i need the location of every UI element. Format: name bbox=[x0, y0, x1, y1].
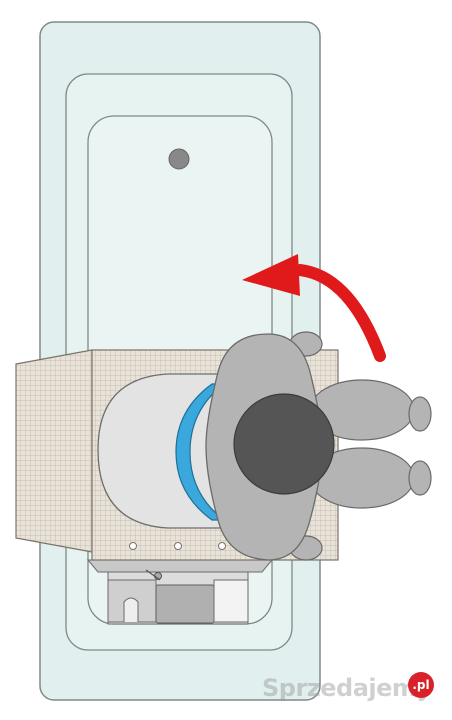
base-cable bbox=[145, 569, 161, 581]
base-slot bbox=[123, 597, 139, 622]
seat-hole bbox=[174, 542, 182, 550]
watermark-badge: .pl bbox=[408, 672, 434, 698]
person-foot-lower bbox=[408, 460, 432, 496]
lift-base bbox=[86, 559, 274, 625]
base-tray bbox=[86, 559, 274, 573]
person-head bbox=[233, 393, 335, 495]
person bbox=[205, 331, 432, 561]
seat-hole bbox=[129, 542, 137, 550]
person-foot-upper bbox=[408, 396, 432, 432]
drain-icon bbox=[168, 148, 190, 170]
seat-hole bbox=[218, 542, 226, 550]
base-right-block bbox=[213, 579, 249, 623]
watermark-text: Sprzedajemy bbox=[262, 674, 432, 702]
watermark: Sprzedajemy .pl bbox=[262, 672, 442, 708]
curved-arrow-icon bbox=[242, 254, 386, 362]
motor-unit bbox=[155, 584, 215, 624]
seat-side-flap bbox=[15, 349, 93, 553]
